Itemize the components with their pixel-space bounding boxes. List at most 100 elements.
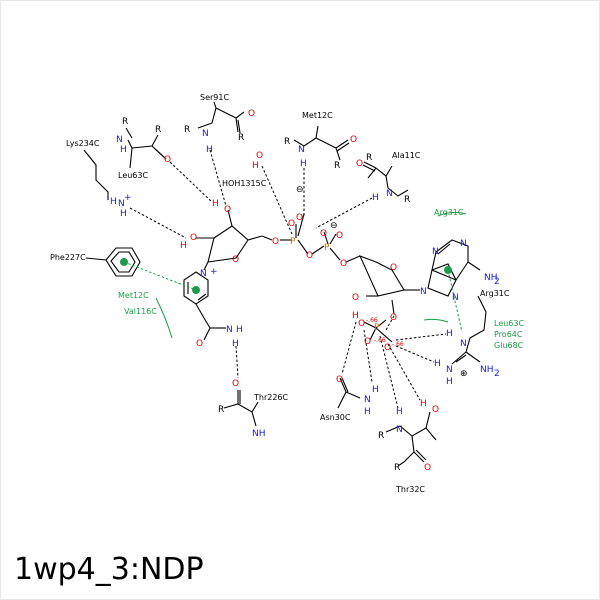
svg-text:P: P (290, 237, 296, 247)
residue-bonds (83, 101, 487, 467)
residue-label-pro64: Pro64C (494, 330, 523, 339)
svg-text:+: + (210, 267, 218, 277)
svg-text:O: O (352, 293, 359, 303)
hydrophobic-arc-met12 (155, 297, 173, 339)
pi-centroid-nicotinamide (192, 286, 200, 294)
svg-text:O: O (248, 109, 255, 119)
svg-text:H: H (396, 407, 403, 417)
svg-text:R: R (184, 125, 190, 135)
svg-text:H: H (434, 359, 441, 369)
svg-text:H: H (236, 325, 243, 335)
svg-text:N: N (200, 269, 207, 279)
svg-text:O: O (272, 237, 279, 247)
svg-text:O: O (336, 375, 343, 385)
svg-text:NH: NH (252, 429, 266, 439)
residue-label-hoh: HOH1315C (222, 179, 267, 188)
svg-text:O: O (390, 313, 397, 323)
svg-text:2: 2 (494, 369, 500, 379)
svg-text:O: O (320, 229, 327, 239)
svg-text:O: O (224, 205, 231, 215)
svg-text:H: H (372, 193, 379, 203)
svg-text:N: N (452, 293, 459, 303)
svg-text:R: R (394, 463, 400, 473)
svg-text:N: N (386, 189, 393, 199)
residue-label-met12-hydrophobic: Met12C (118, 291, 149, 300)
svg-text:P: P (324, 243, 330, 253)
residue-label-leu63-hydrophobic: Leu63C (494, 319, 524, 328)
svg-text:H: H (300, 159, 307, 169)
svg-text:N: N (460, 239, 467, 249)
svg-text:-.66: -.66 (366, 317, 378, 324)
svg-text:R: R (155, 125, 161, 135)
svg-text:H: H (212, 199, 219, 209)
residue-label-thr226: Thr226C (253, 393, 289, 402)
svg-text:O: O (256, 151, 263, 161)
hydrophobic-arc-arg31 (437, 211, 467, 217)
svg-text:O: O (390, 263, 397, 273)
residue-label-lys234: Lys234C (66, 139, 100, 148)
svg-text:O: O (340, 259, 347, 269)
svg-text:P: P (374, 323, 380, 333)
svg-text:N: N (118, 199, 125, 209)
svg-text:O: O (358, 319, 365, 329)
residue-label-phe227: Phe227C (50, 253, 86, 262)
svg-text:N: N (298, 145, 305, 155)
svg-text:O: O (356, 159, 363, 169)
svg-text:-.66: -.66 (392, 341, 404, 348)
svg-text:R: R (238, 133, 244, 143)
hydrophobic-arc-leu63 (423, 318, 449, 323)
svg-text:R: R (404, 195, 410, 205)
svg-text:O: O (350, 135, 357, 145)
svg-text:O: O (364, 337, 371, 347)
svg-text:O: O (432, 405, 439, 415)
svg-text:H: H (420, 399, 427, 409)
ligand-bonds (183, 209, 481, 343)
svg-text:H: H (120, 145, 127, 155)
svg-text:⊖: ⊖ (296, 185, 304, 195)
svg-text:N: N (446, 365, 453, 375)
svg-text:R: R (334, 161, 340, 171)
residue-label-met12: Met12C (302, 111, 333, 120)
svg-text:R: R (366, 153, 372, 163)
svg-text:N: N (432, 247, 439, 257)
svg-text:N: N (420, 287, 427, 297)
svg-text:H: H (364, 407, 371, 417)
residue-label-glu68: Glu68C (494, 341, 524, 350)
residue-label-val116: Val116C (124, 307, 157, 316)
svg-text:H: H (206, 145, 213, 155)
hydrogen-bonds (129, 149, 447, 409)
svg-text:N: N (116, 135, 123, 145)
svg-text:N: N (396, 425, 403, 435)
svg-text:O: O (288, 219, 295, 229)
svg-text:R: R (284, 137, 290, 147)
svg-text:N: N (364, 395, 371, 405)
pi-centroid-adenine (444, 266, 452, 274)
residue-label-arg31-hydrophobic: Arg31C (434, 208, 464, 217)
svg-text:N: N (226, 325, 233, 335)
svg-text:R: R (122, 117, 128, 127)
svg-text:N: N (460, 339, 467, 349)
svg-text:O: O (306, 251, 313, 261)
pi-interactions (120, 211, 467, 339)
svg-text:H: H (180, 241, 187, 251)
svg-text:2: 2 (494, 277, 500, 287)
residue-label-arg31: Arg31C (480, 289, 510, 298)
pi-centroid-phe (120, 258, 128, 266)
svg-text:O: O (424, 463, 431, 473)
svg-text:O: O (336, 231, 343, 241)
svg-text:H: H (352, 311, 359, 321)
svg-text:N: N (202, 129, 209, 139)
svg-text:⊕: ⊕ (460, 369, 468, 379)
residue-label-thr32: Thr32C (395, 485, 425, 494)
residue-label-ala11: Ala11C (392, 151, 421, 160)
svg-text:NH: NH (484, 273, 498, 283)
svg-text:-.66: -.66 (374, 337, 386, 344)
residue-label-leu63: Leu63C (118, 171, 148, 180)
svg-text:H: H (446, 377, 453, 387)
svg-text:H: H (446, 329, 453, 339)
svg-text:H: H (252, 161, 259, 171)
svg-text:+: + (124, 193, 132, 203)
svg-text:NH: NH (480, 365, 494, 375)
svg-text:O: O (196, 339, 203, 349)
